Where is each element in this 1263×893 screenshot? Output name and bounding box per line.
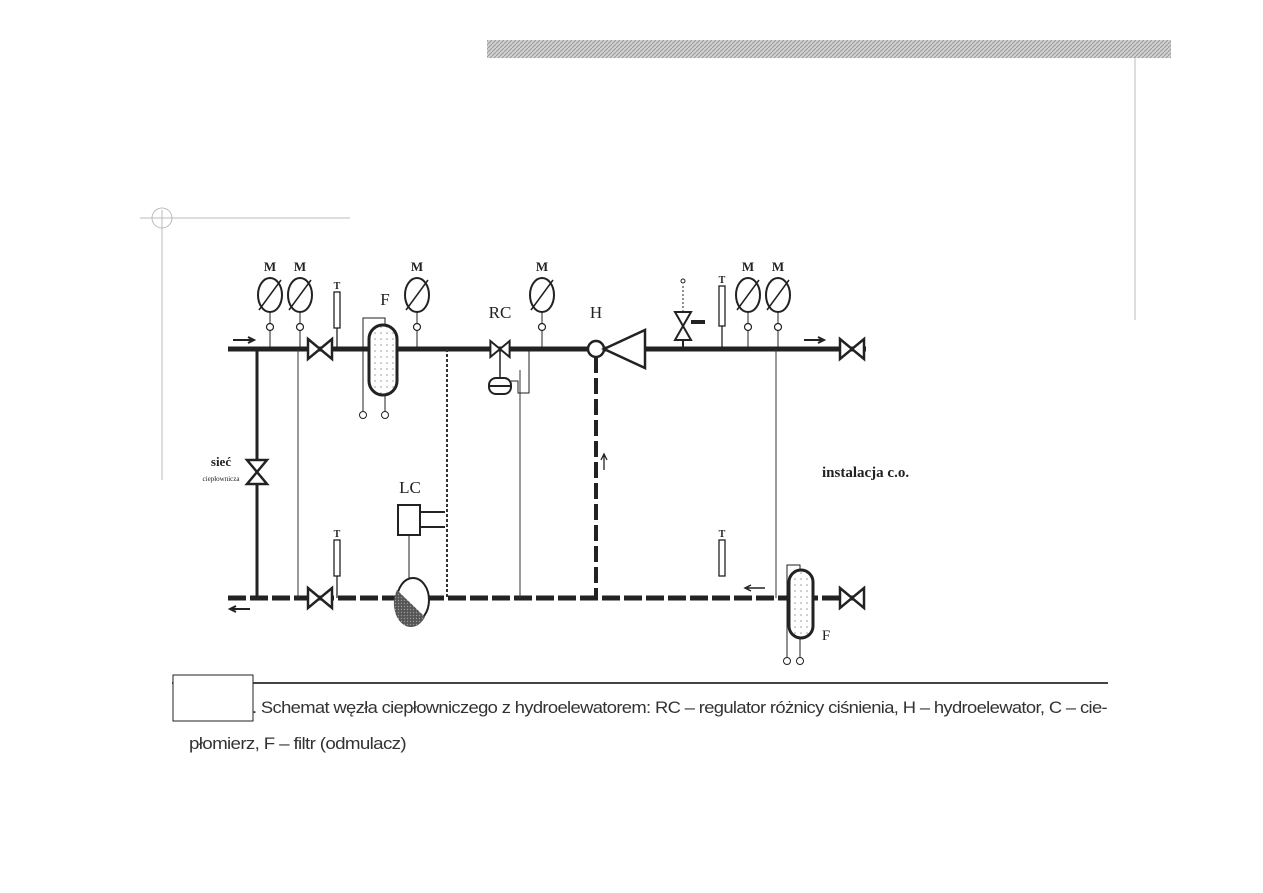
- gauge-label: M: [411, 259, 423, 274]
- filter-icon: [787, 568, 815, 640]
- gauge-label: M: [264, 259, 276, 274]
- gauge-label: M: [536, 259, 548, 274]
- caption-line-1: . Schemat węzła ciepłowniczego z hydroel…: [252, 698, 1107, 717]
- thermometer-icon: [718, 285, 726, 327]
- flow-meter-icon: [393, 577, 430, 628]
- pressure-gauge-icon: [257, 277, 283, 350]
- filter-label: F: [822, 628, 830, 644]
- thermometer-icon: [718, 539, 726, 577]
- flow-arrow-icon: [227, 605, 250, 613]
- gauge-label: M: [742, 259, 754, 274]
- gauge-label: M: [294, 259, 306, 274]
- diffuser-icon: [601, 328, 647, 370]
- filter-icon: [367, 323, 399, 397]
- thermometer-label: T: [719, 275, 726, 286]
- thermometer-label: T: [719, 529, 726, 540]
- thermometer-label: T: [334, 281, 341, 292]
- pressure-gauge-icon: [529, 277, 555, 350]
- flow-arrow-icon: [233, 336, 257, 344]
- rc-label: RC: [489, 303, 512, 322]
- thermometer-icon: [333, 291, 341, 329]
- figure-number-mask: [172, 674, 254, 722]
- h-label: H: [590, 303, 602, 322]
- shutoff-valve-icon: [838, 586, 866, 610]
- pressure-gauge-icon: [404, 277, 430, 350]
- thermometer-icon: [333, 539, 341, 577]
- header-bar: [487, 40, 1171, 58]
- registration-mark: [151, 207, 173, 229]
- filter-label: F: [380, 290, 389, 309]
- pressure-gauge-icon: [765, 277, 791, 350]
- shutoff-valve-icon: [306, 337, 334, 361]
- flow-arrow-icon: [804, 336, 827, 344]
- shutoff-valve-icon: [306, 586, 334, 610]
- flow-arrow-icon: [743, 584, 765, 592]
- flow-arrow-icon: [600, 452, 608, 470]
- heat-meter-box: [397, 504, 421, 536]
- bypass-valve-icon: [245, 458, 269, 486]
- pressure-gauge-icon: [735, 277, 761, 350]
- safety-valve-icon: [673, 278, 705, 349]
- lc-label: LC: [399, 478, 421, 497]
- caption-line-2: płomierz, F – filtr (odmulacz): [189, 734, 406, 753]
- installation-label: instalacja c.o.: [822, 465, 909, 481]
- shutoff-valve-icon: [838, 337, 866, 361]
- network-label: sieć: [211, 454, 231, 469]
- gauge-label: M: [772, 259, 784, 274]
- thermometer-label: T: [334, 529, 341, 540]
- network-label-sub: ciepłownicza: [203, 475, 241, 483]
